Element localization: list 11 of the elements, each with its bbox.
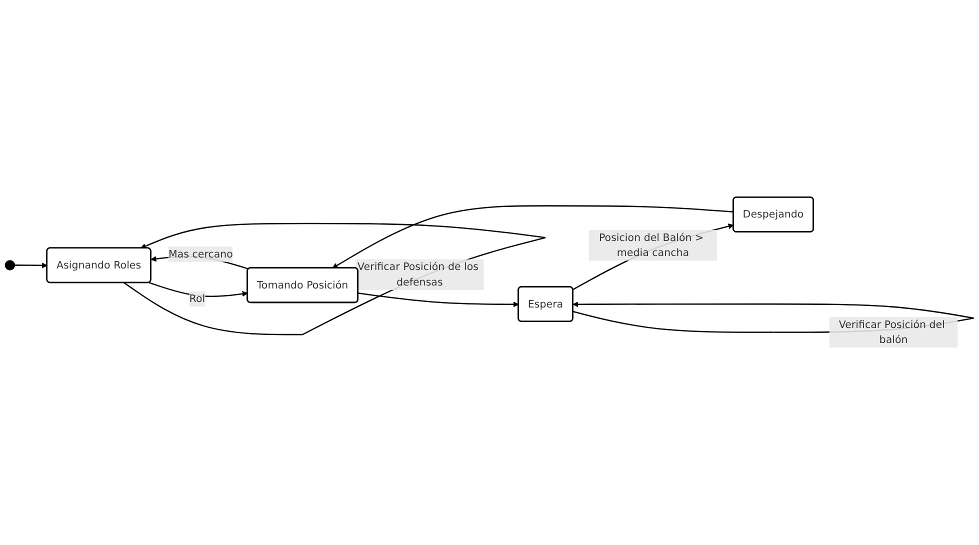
arrow (124, 222, 546, 336)
edge-label: Verificar Posición de los defensas (358, 260, 479, 288)
edge-label: Mas cercano (168, 248, 233, 260)
arrow (332, 205, 734, 268)
edge-label: Posicion del Balón > media cancha (598, 231, 704, 259)
edge-label: Rol (189, 292, 206, 305)
arrow (148, 282, 248, 298)
edge-label: Verificar Posición del balón (838, 318, 945, 346)
arrow (358, 292, 519, 308)
arrow (14, 262, 48, 268)
node-circle (4, 260, 16, 270)
